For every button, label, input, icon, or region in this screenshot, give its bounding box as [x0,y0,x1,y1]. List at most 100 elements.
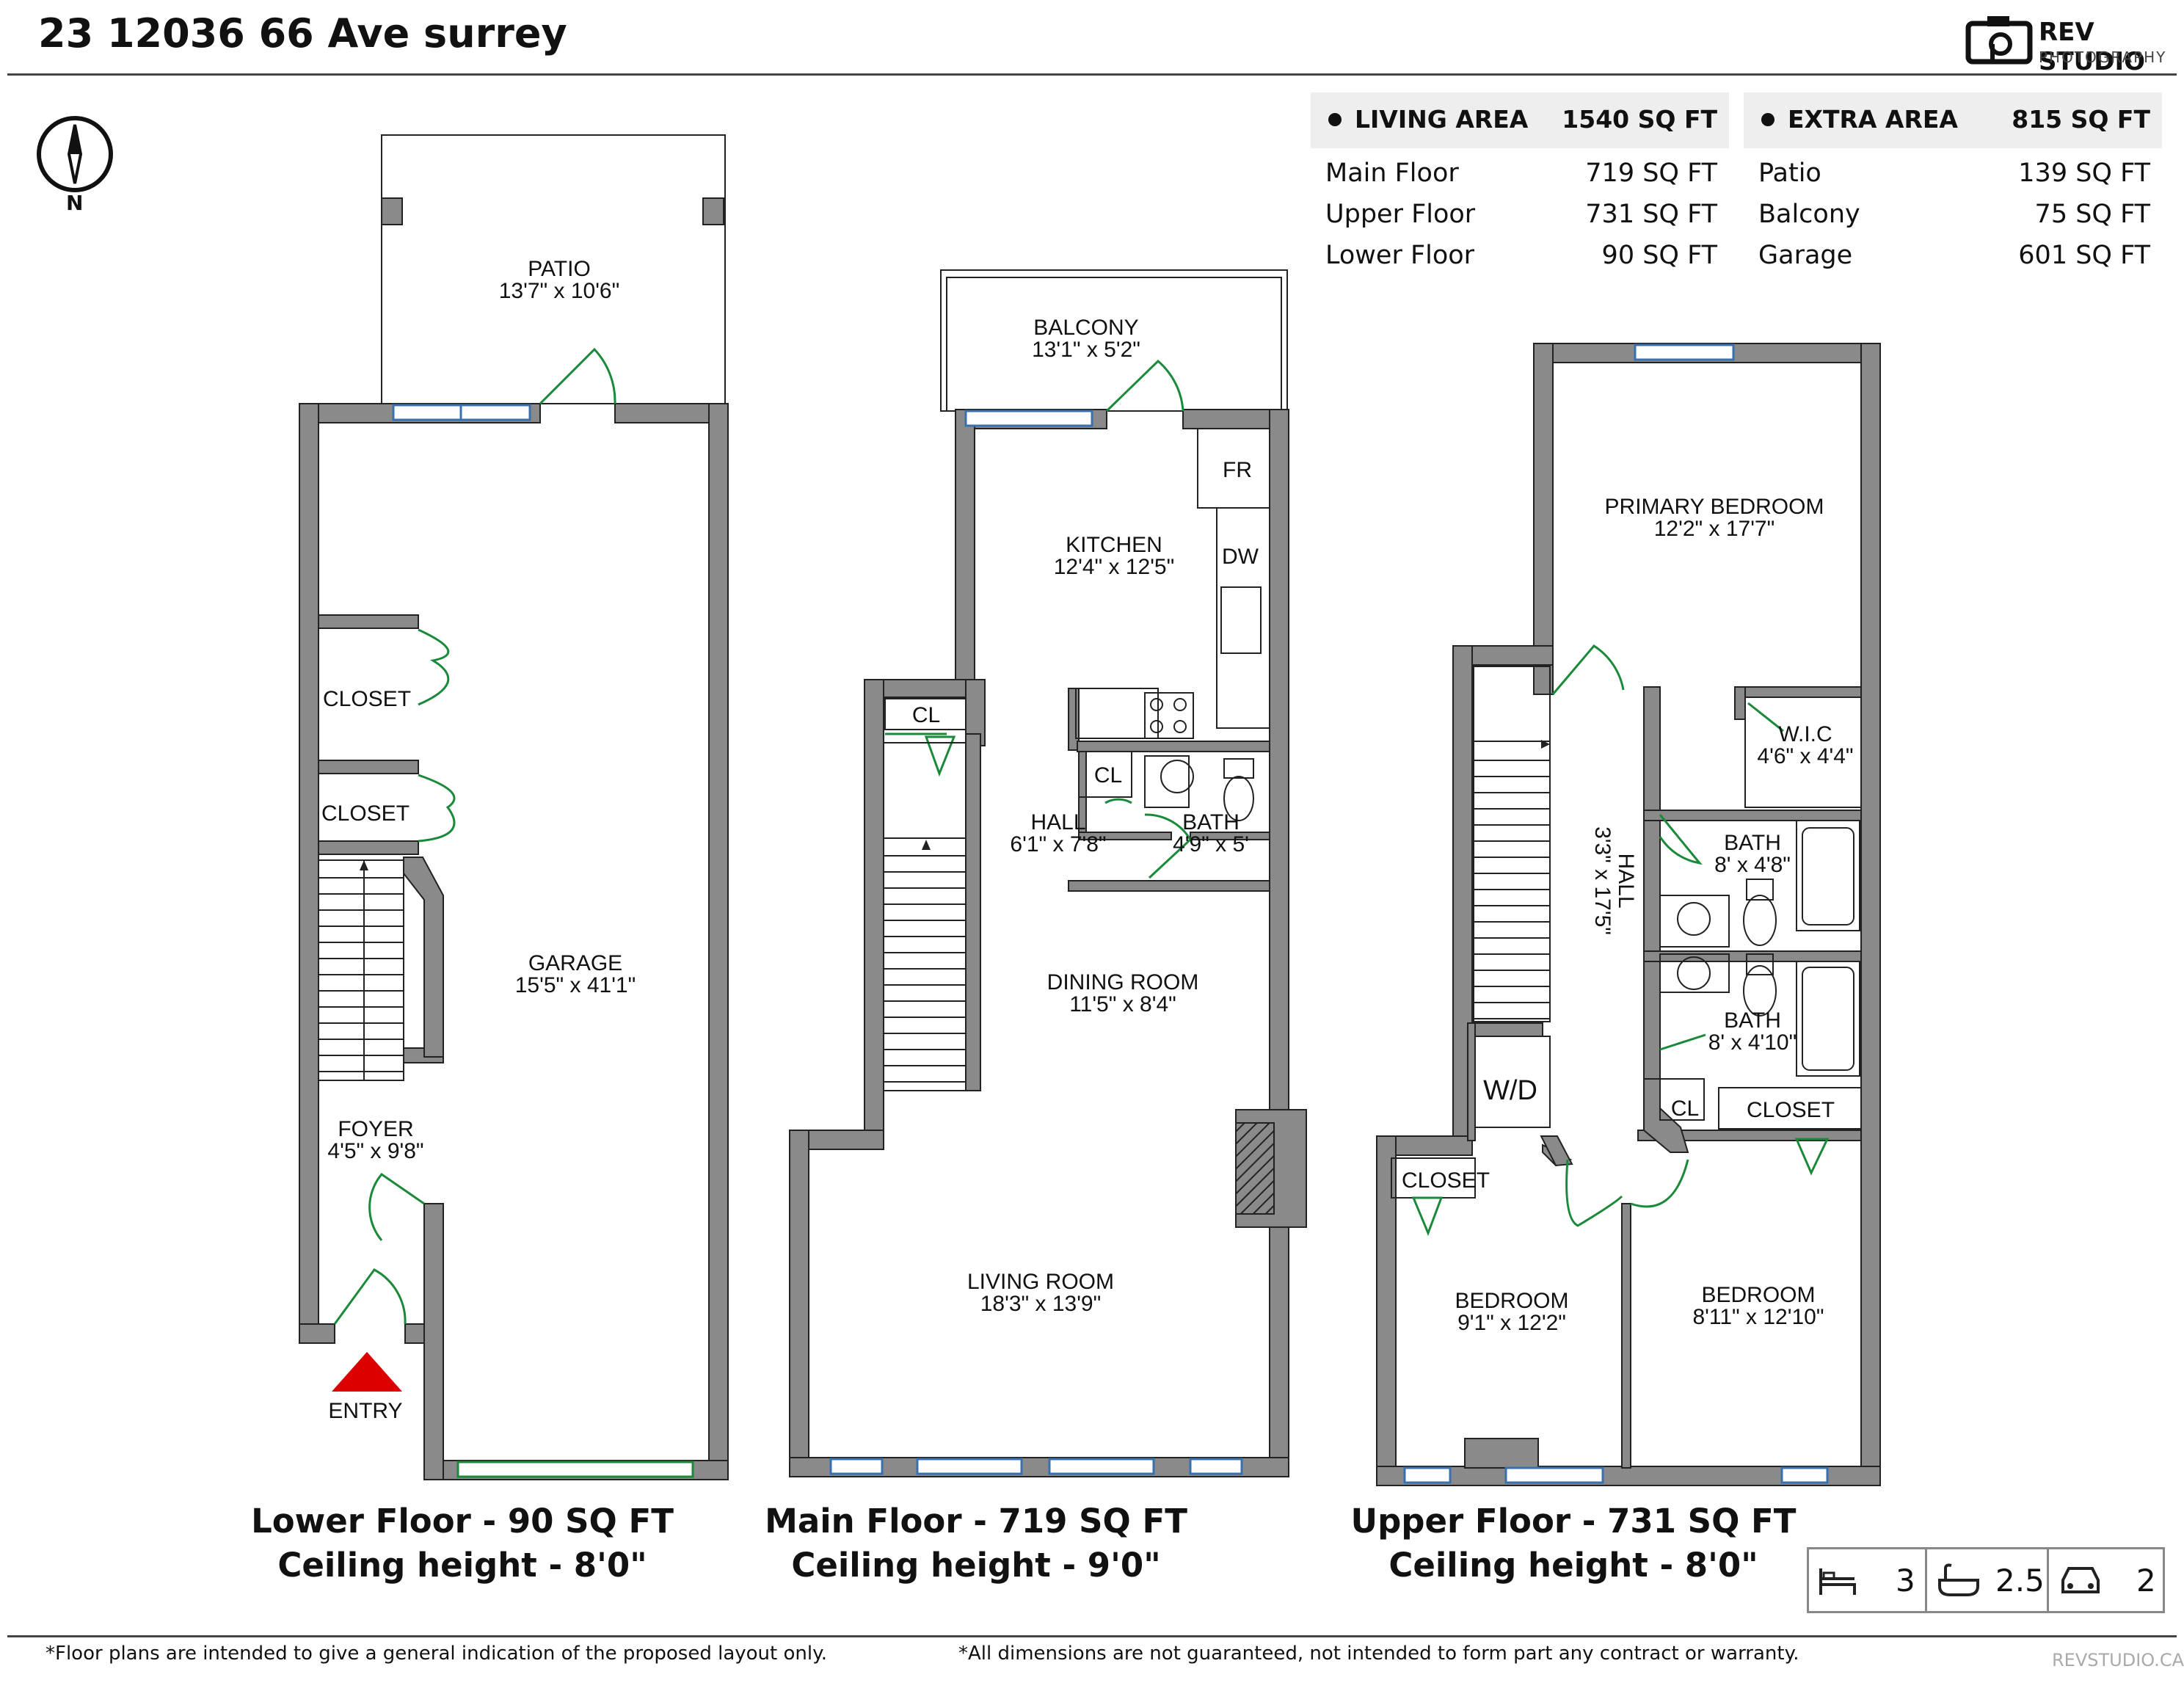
bed-count: 3 [1896,1563,1915,1599]
kitchen-fixtures [1075,428,1270,821]
upper-walls [1376,343,1881,1486]
living-room-dims: 18'3" x 13'9" [980,1292,1102,1316]
brand-subtitle: PHOTOGRAPHY [2039,48,2167,66]
door-swings [1551,644,1784,1227]
dining-room-dims: 11'5" x 8'4" [1069,992,1176,1017]
bed-icon [1819,1568,1856,1595]
bullet-icon [1761,113,1774,126]
door-swings [885,359,1192,879]
bath-dims: 8' x 4'10" [1708,1030,1797,1055]
living-row: Upper Floor 731 SQ FT [1311,195,1729,236]
extra-area-label: EXTRA AREA [1788,105,1958,134]
upper-floor-caption: Upper Floor - 731 SQ FT [1350,1502,1797,1541]
closet-label: CLOSET [1402,1168,1490,1193]
row-value: 601 SQ FT [2018,241,2150,270]
upper-windows [1403,343,1829,1484]
row-name: Upper Floor [1325,200,1476,229]
main-stairs [883,742,967,1091]
lower-floor-caption: Lower Floor - 90 SQ FT [251,1502,674,1541]
patio-label: PATIO [528,257,591,281]
hall-label: HALL [1614,853,1638,908]
patio-outline [381,134,726,404]
dining-room-label: DINING ROOM [1047,970,1199,994]
closet-label: CL [912,703,940,727]
patio-dims: 13'7" x 10'6" [499,279,620,303]
foyer-label: FOYER [338,1117,413,1141]
upper-floor-plan: PRIMARY BEDROOM 12'2" x 17'7" W.I.C 4'6"… [1376,343,1881,1486]
primary-bedroom-label: PRIMARY BEDROOM [1605,495,1824,519]
hall-label-group: HALL 3'3" x 17'5" [1590,826,1638,935]
bullet-icon [1328,113,1342,126]
row-value: 90 SQ FT [1601,241,1717,270]
car-icon [2061,1567,2100,1593]
living-area-label: LIVING AREA [1355,105,1529,134]
footer-disclaimer-left: *Floor plans are intended to give a gene… [46,1643,828,1665]
bath-dims: 4'9" x 5' [1173,832,1249,857]
closet-label: CLOSET [321,801,410,826]
closet-box [1078,751,1132,798]
property-stats: 3 2.5 2 [1807,1547,2165,1613]
closet-label: CL [1671,1097,1699,1121]
kitchen-dims: 12'4" x 12'5" [1054,555,1175,579]
foyer-dims: 4'5" x 9'8" [327,1139,423,1163]
row-name: Balcony [1758,200,1860,229]
garage-door-window [456,1461,694,1478]
fridge-label: FR [1223,458,1252,482]
bath-dims: 8' x 4'8" [1714,853,1791,877]
kitchen-label: KITCHEN [1066,533,1162,557]
footer-divider [7,1635,2177,1637]
bedroom-label: BEDROOM [1455,1289,1568,1313]
main-floor-ceiling: Ceiling height - 9'0" [791,1546,1161,1585]
hall-dims: 6'1" x 7'8" [1010,832,1106,857]
wic-label: W.I.C [1778,722,1832,746]
washer-dryer-label: W/D [1483,1075,1537,1106]
lower-floor-plan: PATIO 13'7" x 10'6" CLOSET CLOSET GARAGE… [299,134,729,1480]
stats-divider [1925,1549,1927,1611]
balcony-dims: 13'1" x 5'2" [1032,338,1140,362]
bath-label: BATH [1724,831,1781,855]
closet-box [884,697,967,730]
wic-dims: 4'6" x 4'4" [1757,744,1853,768]
bedroom-dims: 8'11" x 12'10" [1693,1305,1824,1329]
floor-plan-drawing: PATIO 13'7" x 10'6" CLOSET CLOSET GARAGE… [299,134,1881,1486]
extra-row: Garage 601 SQ FT [1744,236,2162,277]
bath-count: 2.5 [1995,1563,2045,1599]
bath-label: BATH [1182,810,1240,834]
living-room-label: LIVING ROOM [967,1270,1114,1294]
upper-stairs [1473,666,1551,1022]
row-name: Main Floor [1325,159,1459,188]
main-floor-caption: Main Floor - 719 SQ FT [765,1502,1187,1541]
balcony-label: BALCONY [1033,316,1138,340]
dishwasher-label: DW [1222,545,1259,569]
garage-dims: 15'5" x 41'1" [515,973,636,997]
row-name: Lower Floor [1325,241,1475,270]
main-floor-plan: BALCONY 13'1" x 5'2" FR DW KITCHEN 12'4"… [789,269,1307,1477]
stair-arrow-icon [922,840,931,850]
extra-area-header: EXTRA AREA 815 SQ FT [1744,92,2162,148]
living-row: Main Floor 719 SQ FT [1311,154,1729,195]
main-windows [829,410,1243,1475]
header-divider [7,73,2177,76]
garage-count: 2 [2136,1563,2156,1599]
stair-arrow-icon [360,860,368,870]
living-row: Lower Floor 90 SQ FT [1311,236,1729,277]
camera-logo-icon [1965,16,2033,65]
upper-fixtures [1391,697,1862,1199]
row-value: 75 SQ FT [2034,200,2150,229]
property-address: 23 12036 66 Ave surrey [38,10,567,57]
entry-label: ENTRY [328,1399,402,1423]
living-area-total: 1540 SQ FT [1562,105,1717,134]
row-value: 139 SQ FT [2018,159,2150,188]
closet-label: CLOSET [323,687,411,711]
bedroom-dims: 9'1" x 12'2" [1457,1311,1566,1335]
hall-dims: 3'3" x 17'5" [1590,826,1615,935]
bath-label: BATH [1724,1008,1781,1033]
bathtub-icon [1938,1563,1979,1596]
upper-floor-ceiling: Ceiling height - 8'0" [1388,1546,1758,1585]
row-name: Garage [1758,241,1853,270]
row-name: Patio [1758,159,1821,188]
stair-arrow-icon [1541,740,1550,749]
brand-name: REV STUDIO [2039,18,2146,76]
compass-north-label: N [66,191,84,215]
extra-row: Balcony 75 SQ FT [1744,195,2162,236]
